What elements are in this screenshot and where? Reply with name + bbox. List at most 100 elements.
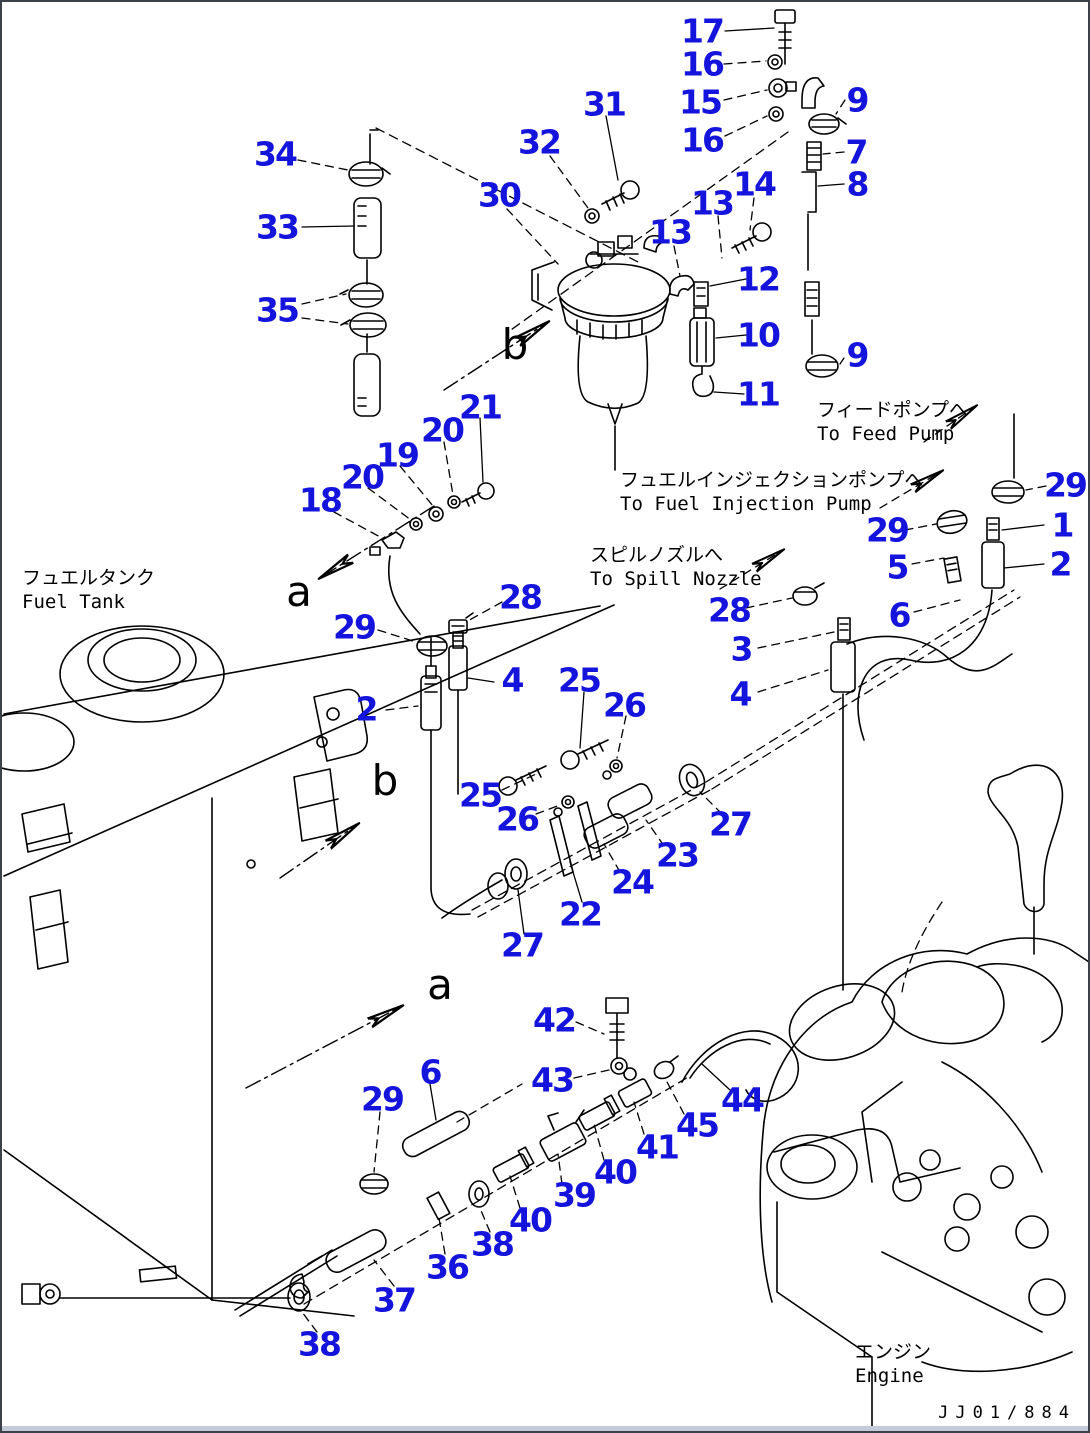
callout-5: 5 (886, 547, 910, 587)
callout-13: 13 (649, 212, 693, 252)
engine-drawing (759, 764, 1088, 1431)
label-to-spill-nozzle-en: To Spill Nozzle (590, 568, 762, 590)
callout-11: 11 (737, 374, 781, 414)
callout-17: 17 (681, 11, 725, 51)
callout-29: 29 (333, 607, 377, 647)
view-letter-b: b (501, 320, 529, 369)
callout-39: 39 (553, 1175, 597, 1215)
callout-29: 29 (1044, 465, 1088, 505)
callout-42: 42 (533, 1000, 577, 1040)
filter-side-parts (689, 222, 772, 398)
callout-13: 13 (691, 183, 735, 223)
callout-21: 21 (459, 387, 503, 427)
view-letter-a: a (286, 567, 312, 616)
callout-28: 28 (708, 590, 752, 630)
to-injection-pump-arrow (879, 471, 942, 509)
callout-24: 24 (611, 862, 655, 902)
callout-26: 26 (603, 685, 647, 725)
callout-40: 40 (509, 1200, 553, 1240)
fuel-tank-drawing (2, 604, 615, 1317)
feed-pipe-parts (767, 9, 847, 378)
callout-14: 14 (733, 164, 777, 204)
callout-38: 38 (471, 1224, 515, 1264)
label-fuel-tank: フュエルタンク Fuel Tank (22, 566, 155, 614)
callout-44: 44 (721, 1080, 765, 1120)
callout-40: 40 (594, 1152, 638, 1192)
injection-line-cluster (441, 589, 1021, 919)
callout-38: 38 (298, 1324, 342, 1364)
view-letter-b: b (371, 756, 399, 805)
callout-25: 25 (558, 660, 602, 700)
label-to-spill-nozzle: スピルノズルへ To Spill Nozzle (590, 543, 762, 591)
callout-6: 6 (419, 1052, 443, 1092)
label-engine: エンジン Engine (855, 1340, 931, 1388)
section-line (507, 131, 789, 333)
callout-31: 31 (583, 84, 627, 124)
callout-10: 10 (737, 315, 781, 355)
view-direction-arrows (245, 322, 548, 1089)
document-code: JJ01/884 (938, 1403, 1076, 1423)
callout-29: 29 (361, 1079, 405, 1119)
callout-2: 2 (1049, 544, 1073, 584)
callout-4: 4 (501, 660, 525, 700)
label-engine-en: Engine (855, 1365, 924, 1387)
callout-9: 9 (846, 80, 870, 120)
callout-15: 15 (679, 82, 723, 122)
callout-41: 41 (636, 1127, 680, 1167)
callout-20: 20 (341, 457, 385, 497)
callout-3: 3 (730, 629, 754, 669)
callout-34: 34 (254, 134, 298, 174)
callout-18: 18 (299, 480, 343, 520)
callout-30: 30 (478, 175, 522, 215)
callout-2: 2 (355, 689, 379, 729)
callout-27: 27 (501, 925, 545, 965)
label-fuel-tank-jp: フュエルタンク (22, 567, 156, 589)
callout-8: 8 (846, 164, 870, 204)
to-feed-pump-arrow (923, 406, 976, 443)
window-bottom-edge (2, 1426, 1088, 1431)
callout-16: 16 (681, 120, 725, 160)
callout-19: 19 (376, 435, 420, 475)
spill-nozzle-parts (792, 582, 856, 991)
callout-35: 35 (256, 290, 300, 330)
callout-12: 12 (737, 259, 781, 299)
label-to-feed-pump-en: To Feed Pump (817, 423, 955, 445)
callout-36: 36 (426, 1247, 470, 1287)
callout-26: 26 (496, 799, 540, 839)
callout-29: 29 (866, 510, 910, 550)
label-engine-jp: エンジン (855, 1341, 932, 1363)
callout-23: 23 (656, 835, 700, 875)
leader-lines (297, 27, 1047, 1333)
callout-6: 6 (888, 595, 912, 635)
callout-1: 1 (1051, 505, 1075, 545)
label-to-injection-pump-jp: フュエルインジェクションポンプへ (620, 469, 924, 491)
label-to-feed-pump: フィードポンプへ To Feed Pump (817, 398, 968, 446)
callout-7: 7 (845, 132, 869, 172)
callout-9: 9 (846, 335, 870, 375)
callout-37: 37 (373, 1280, 417, 1320)
callout-28: 28 (499, 577, 543, 617)
hose-and-clamps-column (339, 129, 391, 417)
label-to-feed-pump-jp: フィードポンプへ (817, 399, 969, 421)
label-fuel-tank-en: Fuel Tank (22, 591, 125, 613)
callout-43: 43 (531, 1060, 575, 1100)
flow-direction-arrows (719, 406, 976, 590)
callout-33: 33 (256, 207, 300, 247)
mid-fuel-line-parts (369, 482, 495, 916)
label-to-injection-pump-en: To Fuel Injection Pump (620, 493, 872, 515)
to-spill-nozzle-arrow (719, 550, 783, 590)
callout-22: 22 (559, 894, 603, 934)
callout-25: 25 (459, 775, 503, 815)
right-pipe-cluster (846, 413, 1025, 741)
callout-20: 20 (421, 410, 465, 450)
callout-45: 45 (676, 1105, 720, 1145)
callout-4: 4 (729, 674, 753, 714)
fuel-filter-drawing (531, 180, 695, 471)
view-letter-a: a (427, 960, 453, 1009)
callout-32: 32 (518, 122, 562, 162)
label-to-injection-pump: フュエルインジェクションポンプへ To Fuel Injection Pump (620, 468, 923, 516)
callout-27: 27 (709, 804, 753, 844)
label-to-spill-nozzle-jp: スピルノズルへ (590, 544, 724, 566)
